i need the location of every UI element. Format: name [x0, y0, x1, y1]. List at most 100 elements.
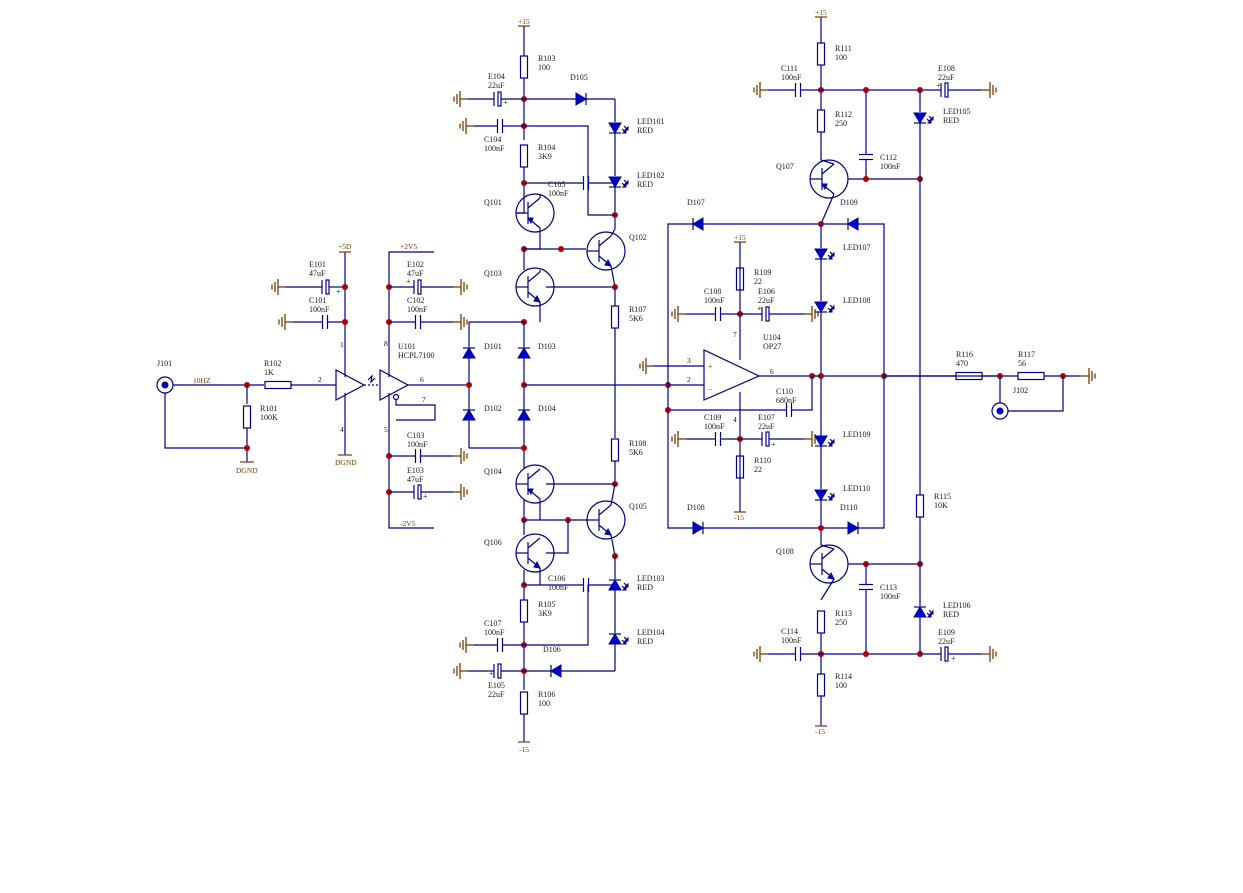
e103-ref: E103 [407, 466, 424, 475]
c101-val: 100nF [309, 305, 330, 314]
c112-val: 100nF [880, 162, 901, 171]
c105-ref: C105 [548, 180, 565, 189]
led105-val: RED [943, 116, 959, 125]
d102-ref: D102 [484, 404, 502, 413]
q104-ref: Q104 [484, 467, 502, 476]
minus15-label-1: -15 [519, 745, 529, 754]
r114-val: 100 [835, 681, 847, 690]
plus5d-label: +5D [338, 242, 352, 251]
r109-ref: R109 [754, 268, 771, 277]
r106-val: 100 [538, 699, 550, 708]
u101-pin-out: 6 [420, 375, 424, 384]
u101-pin-7: 7 [422, 395, 426, 404]
e103-val: 47uF [407, 475, 424, 484]
e107-ref: E107 [758, 413, 775, 422]
c113-val: 100nF [880, 592, 901, 601]
c114-ref: C114 [781, 627, 798, 636]
c106-ref: C106 [548, 574, 565, 583]
c109-val: 100nF [704, 422, 725, 431]
q105-ref: Q105 [629, 502, 647, 511]
j101-ref: J101 [157, 359, 172, 368]
r113-ref: R113 [835, 609, 852, 618]
q101-ref: Q101 [484, 198, 502, 207]
q107-ref: Q107 [776, 162, 794, 171]
plus15-label-1: +15 [518, 17, 530, 26]
r114-ref: R114 [835, 672, 852, 681]
svg-text:+: + [951, 654, 956, 663]
dgnd-label-2: DGND [335, 458, 357, 467]
e109-val: 22uF [938, 637, 955, 646]
r116-val: 470 [956, 359, 968, 368]
u104-pin-3: 3 [687, 356, 691, 365]
u104-val: OP27 [763, 342, 781, 351]
svg-text:+: + [757, 304, 762, 313]
e104-val: 22uF [488, 81, 505, 90]
r104-ref: R104 [538, 143, 555, 152]
u101-amplifier [379, 368, 410, 402]
r117-ref: R117 [1018, 350, 1035, 359]
r115-val: 10K [934, 501, 948, 510]
q102-ref: Q102 [629, 233, 647, 242]
led108-ref: LED108 [843, 296, 871, 305]
r112-val: 250 [835, 119, 847, 128]
q108-ref: Q108 [776, 547, 794, 556]
led101-ref: LED101 [637, 117, 665, 126]
opamp-section: 2 3 + − U104 OP27 7 4 6 +15 R109 22 C108… [639, 198, 1000, 535]
r111-val: 100 [835, 53, 847, 62]
e105-ref: E105 [488, 681, 505, 690]
svg-text:+: + [406, 277, 411, 286]
net-label-10hz: 10HZ [193, 376, 211, 385]
e105-val: 22uF [488, 690, 505, 699]
r115-ref: R115 [934, 492, 951, 501]
e106-val: 22uF [758, 296, 775, 305]
e102-ref: E102 [407, 260, 424, 269]
plus2v5-label: +2V5 [400, 242, 417, 251]
minus2v5-label: -2V5 [400, 519, 416, 528]
j102-connector: J102 [991, 386, 1028, 420]
led105-ref: LED105 [943, 107, 971, 116]
j102-ref: J102 [1013, 386, 1028, 395]
e101-val: 47uF [309, 269, 326, 278]
plus15-label-3: +15 [815, 8, 827, 17]
u104-opamp [703, 349, 761, 401]
u104-pin-6: 6 [770, 367, 774, 376]
e108-ref: E108 [938, 64, 955, 73]
svg-text:+: + [489, 669, 494, 678]
c112-ref: C112 [880, 153, 897, 162]
r106-ref: R106 [538, 690, 555, 699]
r110-val: 22 [754, 465, 762, 474]
c106-val: 100nF [548, 583, 569, 592]
r105-ref: R105 [538, 600, 555, 609]
c105-val: 100nF [548, 189, 569, 198]
c104-ref: C104 [484, 135, 501, 144]
plus15-label-2: +15 [734, 233, 746, 242]
d103-ref: D103 [538, 342, 556, 351]
led104-ref: LED104 [637, 628, 665, 637]
c111-ref: C111 [781, 64, 798, 73]
e108-val: 22uF [938, 73, 955, 82]
u100-pin-gnd: 4 [340, 425, 344, 434]
q106-ref: Q106 [484, 538, 502, 547]
svg-text:+: + [936, 81, 941, 90]
led110-ref: LED110 [843, 484, 870, 493]
u104-minus-sign: − [708, 385, 712, 394]
q103-ref: Q103 [484, 269, 502, 278]
c110-val: 680nF [776, 396, 797, 405]
led104-val: RED [637, 637, 653, 646]
u101-pin-gnd: 5 [384, 425, 388, 434]
minus15-label-3: -15 [815, 727, 825, 736]
u104-pin-2: 2 [687, 375, 691, 384]
c107-ref: C107 [484, 619, 501, 628]
d109-ref: D109 [840, 198, 858, 207]
u104-plus-sign: + [708, 362, 712, 371]
output-stage: +15 R111 100 C111 100nF E108 22uF + R112… [753, 8, 1096, 736]
r110-ref: R110 [754, 456, 771, 465]
led102-ref: LED102 [637, 171, 665, 180]
r105-val: 3K9 [538, 609, 552, 618]
input-section: J101 10HZ DGND R101 100K R102 1K 2 +5D 1… [156, 242, 469, 529]
c101-ref: C101 [309, 296, 326, 305]
led101-val: RED [637, 126, 653, 135]
c111-val: 100nF [781, 73, 802, 82]
c114-val: 100nF [781, 636, 802, 645]
